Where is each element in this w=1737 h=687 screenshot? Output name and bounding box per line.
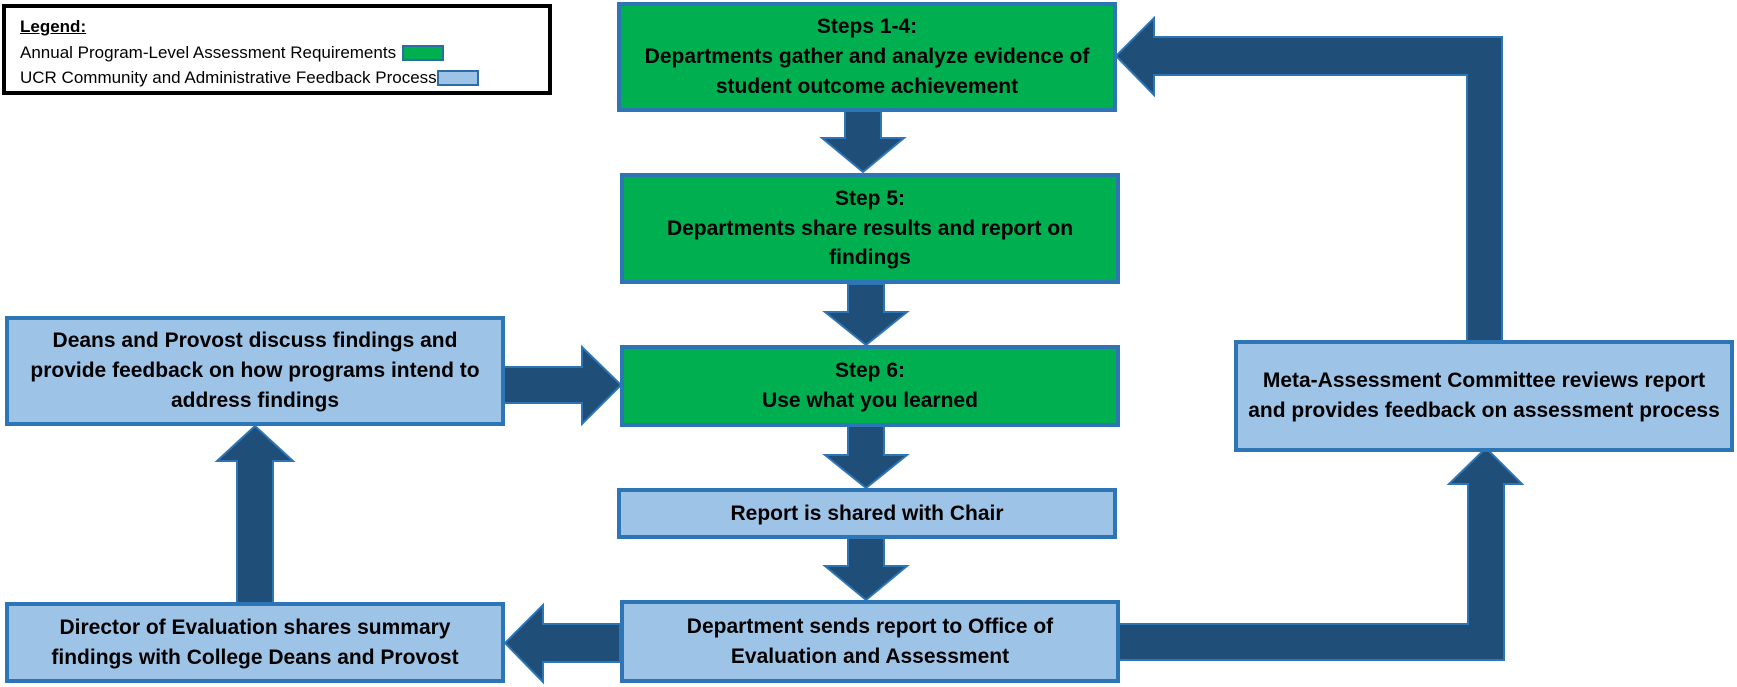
arrow-dept-to-meta xyxy=(1116,446,1525,661)
report-chair-text: Report is shared with Chair xyxy=(730,501,1004,525)
steps-1-4-box: Steps 1-4: Departments gather and analyz… xyxy=(617,2,1117,112)
legend-item-label: UCR Community and Administrative Feedbac… xyxy=(20,67,437,87)
legend-item-label: Annual Program-Level Assessment Requirem… xyxy=(20,42,397,62)
director-text: Director of Evaluation shares summary fi… xyxy=(51,615,459,669)
department-sends-text: Department sends report to Office of Eva… xyxy=(686,614,1054,668)
step-5-box: Step 5: Departments share results and re… xyxy=(620,173,1120,284)
legend: Legend: Annual Program-Level Assessment … xyxy=(2,4,552,95)
deans-provost-text: Deans and Provost discuss findings and p… xyxy=(30,329,480,412)
report-chair-box: Report is shared with Chair xyxy=(617,488,1117,539)
legend-item-requirements: Annual Program-Level Assessment Requirem… xyxy=(20,40,548,65)
legend-swatch-blue xyxy=(436,69,479,86)
step-6-text: Step 6: Use what you learned xyxy=(762,359,978,412)
deans-provost-box: Deans and Provost discuss findings and p… xyxy=(5,316,505,426)
arrow-step6-to-chair xyxy=(822,425,910,490)
meta-assessment-box: Meta-Assessment Committee reviews report… xyxy=(1234,340,1734,452)
arrow-steps14-to-step5 xyxy=(819,109,907,174)
arrow-chair-to-dept xyxy=(822,537,910,602)
legend-swatch-green xyxy=(402,44,445,61)
arrow-step5-to-step6 xyxy=(822,283,910,347)
arrow-meta-to-steps14 xyxy=(1114,15,1503,343)
arrow-dept-to-director xyxy=(503,602,621,685)
director-box: Director of Evaluation shares summary fi… xyxy=(5,602,505,683)
department-sends-box: Department sends report to Office of Eva… xyxy=(620,600,1120,683)
arrow-deans-to-step6 xyxy=(502,344,623,427)
legend-title: Legend: xyxy=(20,17,87,36)
step-6-box: Step 6: Use what you learned xyxy=(620,345,1120,427)
step-5-text: Step 5: Departments share results and re… xyxy=(666,186,1074,270)
meta-assessment-text: Meta-Assessment Committee reviews report… xyxy=(1248,369,1720,422)
legend-item-feedback: UCR Community and Administrative Feedbac… xyxy=(20,65,548,90)
steps-1-4-text: Steps 1-4: Departments gather and analyz… xyxy=(644,15,1090,98)
arrow-director-to-deans xyxy=(214,424,296,607)
